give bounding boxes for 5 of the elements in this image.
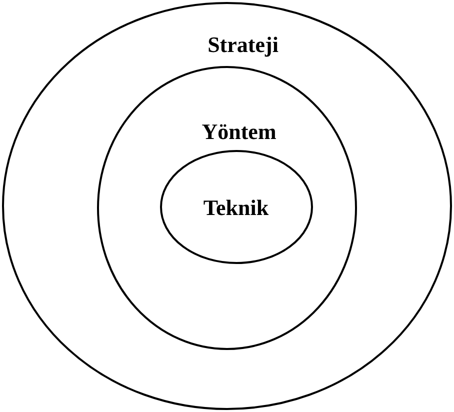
- ellipse-node: [160, 150, 313, 264]
- ellipse-node: [97, 66, 357, 350]
- level-label: Strateji: [208, 32, 278, 58]
- level-label: Teknik: [203, 195, 269, 221]
- level-label: Yöntem: [202, 119, 276, 145]
